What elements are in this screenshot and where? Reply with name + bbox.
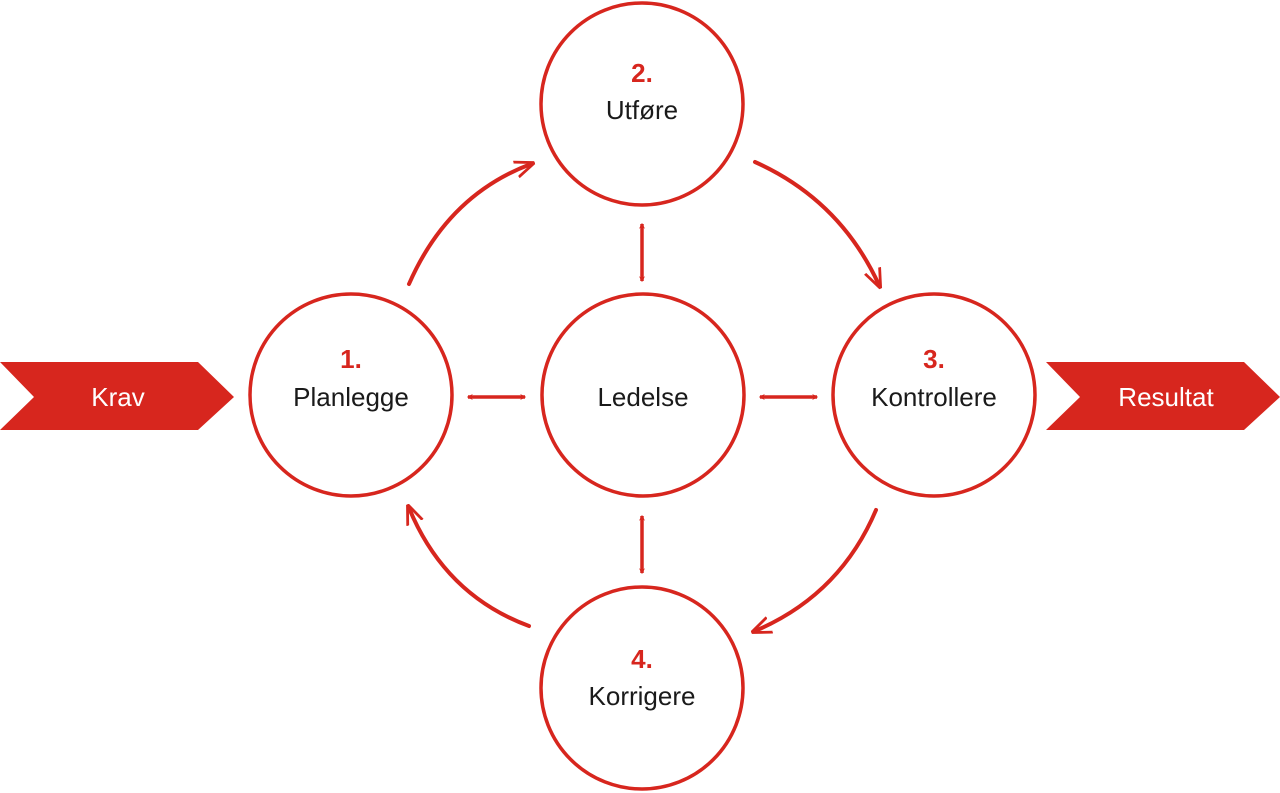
center-circle xyxy=(540,292,746,498)
input-banner: Krav xyxy=(0,362,234,430)
arrow-plan-to-do xyxy=(407,164,531,286)
arrow-do-to-check xyxy=(753,160,879,285)
step-4-circle xyxy=(539,585,745,791)
step-1-label: Planlegge xyxy=(293,382,409,412)
step-1-number: 1. xyxy=(340,344,362,374)
output-banner: Resultat xyxy=(1046,362,1280,430)
center-label: Ledelse xyxy=(597,382,688,412)
step-4-number: 4. xyxy=(631,644,653,674)
input-label: Krav xyxy=(91,382,144,412)
input-chevron-shape xyxy=(0,362,234,430)
step-2-number: 2. xyxy=(631,58,653,88)
step-3-label: Kontrollere xyxy=(871,382,997,412)
step-4-label: Korrigere xyxy=(589,681,696,711)
step-3-number: 3. xyxy=(923,344,945,374)
output-label: Resultat xyxy=(1118,382,1214,412)
step-3-circle xyxy=(831,292,1037,498)
arrow-check-to-act xyxy=(755,508,878,631)
step-1-circle xyxy=(248,292,454,498)
step-2-label: Utføre xyxy=(606,95,678,125)
step-2-circle xyxy=(539,1,745,207)
arrow-act-to-plan xyxy=(409,508,531,628)
output-chevron-shape xyxy=(1046,362,1280,430)
